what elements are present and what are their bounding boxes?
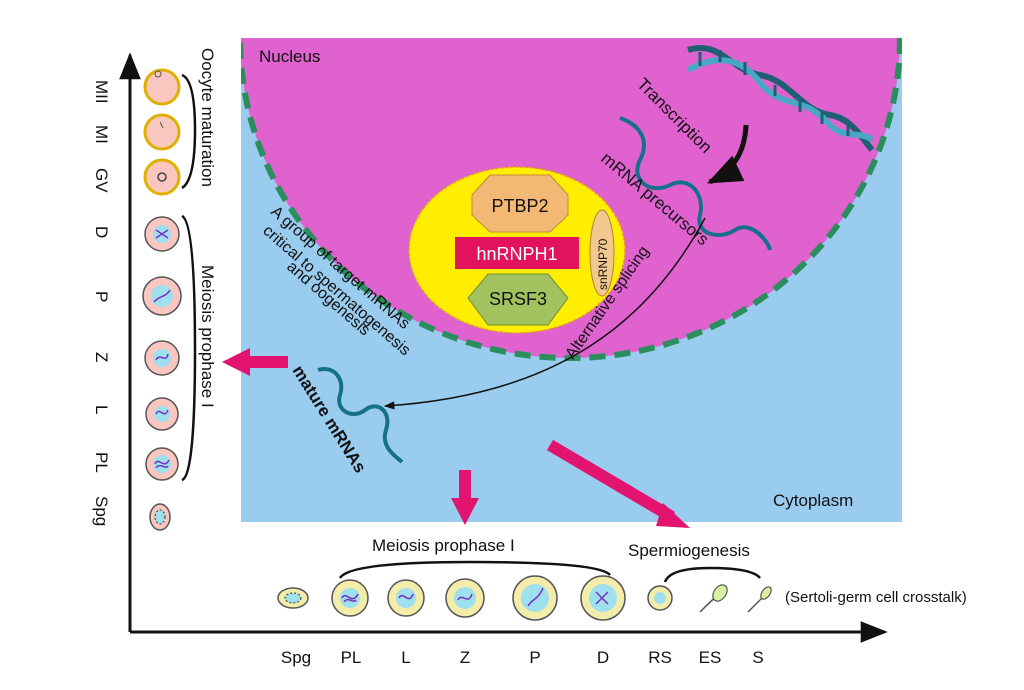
spermatogenesis-cells [277, 575, 772, 621]
sperm-stage-label: PL [341, 648, 362, 667]
srsf3-label: SRSF3 [489, 289, 547, 309]
arrow-to-oocyte [222, 348, 288, 376]
hnrnph1-label: hnRNPH1 [476, 244, 557, 264]
oocyte-stage-label: MII [92, 80, 111, 104]
oocyte-stage-label: Z [92, 352, 111, 362]
snrnp70-label: snRNP70 [596, 238, 610, 290]
sperm-stage-labels: Spg PL L Z P D RS ES S [281, 648, 764, 667]
sperm-stage-label: L [401, 648, 410, 667]
snrnp70-protein [589, 209, 615, 297]
meiosis-horizontal-bracket [338, 560, 611, 579]
meiosis-vertical-bracket [181, 214, 197, 482]
oocyte-cell [143, 158, 181, 196]
oocyte-maturation-label: Oocyte maturation [198, 48, 217, 187]
oocyte-stage-label: L [92, 405, 111, 414]
arrow-to-spermiogenesis [546, 439, 690, 528]
oocyte-stage-label: MI [92, 125, 111, 144]
oocyte-cell [143, 68, 181, 106]
sperm-stage-label: Spg [281, 648, 311, 667]
spermatozoon [747, 586, 772, 613]
nucleus-label: Nucleus [259, 47, 320, 66]
splicing-arrow [383, 217, 706, 410]
cytoplasm-label: Cytoplasm [773, 491, 853, 510]
elongating-spermatid [699, 584, 728, 613]
spermiogenesis-label: Spermiogenesis [628, 541, 750, 560]
oocyte-maturation-cells [143, 68, 181, 196]
ptbp2-protein [471, 174, 569, 233]
oocyte-maturation-bracket [181, 73, 197, 190]
crosstalk-label: (Sertoli-germ cell crosstalk) [785, 589, 967, 606]
oocyte-stage-label: GV [92, 168, 111, 193]
sperm-stage-label: ES [699, 648, 722, 667]
srsf3-protein [467, 273, 569, 326]
sperm-stage-label: P [529, 648, 540, 667]
sperm-stage-label: S [752, 648, 763, 667]
ptbp2-label: PTBP2 [491, 196, 548, 216]
oocyte-cell [143, 113, 181, 151]
spermiogenesis-bracket [663, 566, 761, 583]
mature-mrna-strand [317, 367, 404, 464]
oocyte-prophase-cells [142, 216, 182, 531]
arrow-to-meiosis [451, 470, 479, 525]
splicing-complex: PTBP2 hnRNPH1 SRSF3 snRNP70 [408, 166, 626, 334]
sperm-stage-label: Z [460, 648, 470, 667]
meiosis-prophase-horizontal-label: Meiosis prophase I [372, 536, 515, 555]
oocyte-stage-label: D [92, 226, 111, 238]
dna-helix-icon [686, 45, 875, 152]
hnrnph1-protein [455, 237, 579, 269]
transcription-arrow [706, 124, 749, 185]
oocyte-stage-label: Spg [92, 496, 111, 526]
oocyte-stage-labels: MII MI GV D P Z L PL Spg [92, 80, 111, 526]
mrna-precursor-strand [619, 116, 772, 251]
meiosis-prophase-vertical-label: Meiosis prophase I [198, 265, 217, 408]
sperm-stage-label: RS [648, 648, 672, 667]
oocyte-stage-label: P [92, 291, 111, 302]
oocyte-stage-label: PL [92, 452, 111, 473]
sperm-stage-label: D [597, 648, 609, 667]
